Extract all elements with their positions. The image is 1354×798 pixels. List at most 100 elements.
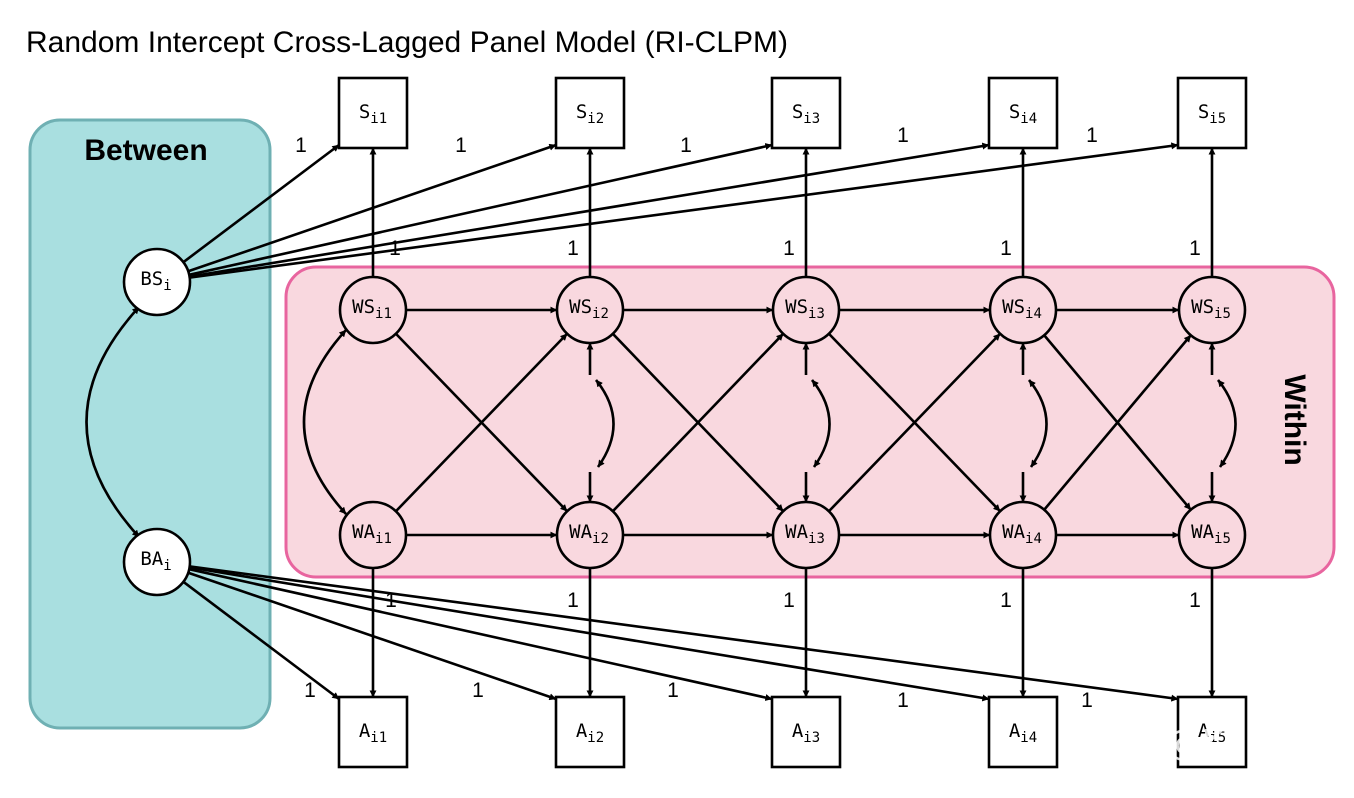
- ba-node-circle: [122, 527, 192, 597]
- wa-node-label: WAi5: [1191, 521, 1231, 547]
- ws-loading-weight: 1: [567, 237, 579, 260]
- ws-loading-weight: 1: [389, 237, 401, 260]
- ws-loading-weight: 1: [783, 237, 795, 260]
- a-observed-node-box: [554, 695, 626, 769]
- a-observed-node-box: [1176, 695, 1248, 769]
- wa-node-circle: [771, 500, 841, 570]
- wa-loading-weight: 1: [1000, 589, 1012, 612]
- within-panel: [284, 265, 1336, 579]
- model-nodes: BSiBAiWSi1WAi1Si1Ai1WSi2WAi2Si2Ai2WSi3WA…: [122, 76, 1248, 769]
- ws-node-circle: [1177, 275, 1247, 345]
- bs-to-s-arrow: [189, 142, 1179, 279]
- s-observed-node: Si3: [770, 76, 842, 150]
- a-observed-node: Ai5: [1176, 695, 1248, 769]
- wa-node: WAi3: [771, 500, 841, 570]
- s-observed-node: Si2: [554, 76, 626, 150]
- bs-node: BSi: [122, 247, 192, 317]
- a-observed-node: Ai4: [987, 695, 1059, 769]
- bs-to-s-arrow: [182, 143, 340, 264]
- wa-to-ws-crosslag-arrow: [611, 332, 785, 513]
- a-observed-node-box: [770, 695, 842, 769]
- ba-loading-weight: 1: [472, 679, 484, 702]
- ws-node: WSi3: [771, 275, 841, 345]
- residual-covariance-arrow: [1216, 379, 1237, 468]
- ws-node-label: WSi5: [1191, 296, 1231, 322]
- s-observed-node-label: Si2: [576, 101, 604, 127]
- wa-node-label: WAi4: [1002, 521, 1042, 547]
- ws-node: WSi4: [988, 275, 1058, 345]
- wa-node-label: WAi3: [785, 521, 825, 547]
- wa-loading-weight: 1: [1189, 589, 1201, 612]
- ws-node-label: WSi2: [569, 296, 609, 322]
- between-panel: [28, 118, 272, 730]
- diagram-title: Random Intercept Cross-Lagged Panel Mode…: [26, 26, 788, 59]
- ba-to-a-arrow: [189, 565, 1179, 702]
- ws-node-circle: [771, 275, 841, 345]
- ws-node: WSi5: [1177, 275, 1247, 345]
- ws-node-circle: [555, 275, 625, 345]
- a-observed-node-box: [337, 695, 409, 769]
- within-panel-label: Within: [1278, 374, 1311, 465]
- bs-loading-weight: 1: [680, 134, 692, 157]
- bs-node-circle: [122, 247, 192, 317]
- s-observed-node-box: [770, 76, 842, 150]
- wa-node-circle: [1177, 500, 1247, 570]
- bs-node-label: BSi: [140, 268, 171, 294]
- ba-node: BAi: [122, 527, 192, 597]
- wa-node-circle: [988, 500, 1058, 570]
- s-observed-node-label: Si1: [359, 101, 387, 127]
- s-observed-node-box: [337, 76, 409, 150]
- bs-loading-weight: 1: [1086, 124, 1098, 147]
- ba-loading-weight: 1: [897, 689, 909, 712]
- a-observed-node-label: Ai3: [792, 720, 820, 746]
- ws-node: WSi2: [555, 275, 625, 345]
- residual-covariance-arrow: [1027, 379, 1048, 468]
- a-observed-node-label: Ai2: [576, 720, 604, 746]
- ws-loading-weight: 1: [1189, 237, 1201, 260]
- a-observed-node: Ai3: [770, 695, 842, 769]
- path-arrows: [85, 142, 1237, 702]
- wa-node-circle: [555, 500, 625, 570]
- residual-covariance-arrow: [810, 379, 831, 468]
- ba-node-label: BAi: [140, 548, 171, 574]
- bs-to-s-arrow: [188, 143, 773, 277]
- s-observed-node: Si4: [987, 76, 1059, 150]
- ba-loading-weight: 1: [1081, 689, 1093, 712]
- wa-to-ws-crosslag-arrow: [394, 332, 569, 513]
- a-observed-node-label: Ai1: [359, 720, 387, 746]
- wa-node: WAi5: [1177, 500, 1247, 570]
- ba-to-a-arrow: [182, 580, 340, 701]
- wa-node-circle: [338, 500, 408, 570]
- s-observed-node-label: Si3: [792, 101, 820, 127]
- a-observed-node-label: Ai4: [1009, 720, 1037, 746]
- wa-node: WAi2: [555, 500, 625, 570]
- ws-node: WSi1: [338, 275, 408, 345]
- a-observed-node: Ai1: [337, 695, 409, 769]
- between-panel-label: Between: [84, 134, 207, 167]
- s-observed-node: Si5: [1176, 76, 1248, 150]
- bs-loading-weight: 1: [897, 124, 909, 147]
- ba-loading-weight: 1: [304, 679, 316, 702]
- wa-loading-weight: 1: [783, 589, 795, 612]
- bs-loading-weight: 1: [455, 134, 467, 157]
- s-observed-node-box: [554, 76, 626, 150]
- s-observed-node-box: [987, 76, 1059, 150]
- wa-loading-weight: 1: [385, 589, 397, 612]
- ws-node-circle: [988, 275, 1058, 345]
- s-observed-node-box: [1176, 76, 1248, 150]
- wa-loading-weight: 1: [567, 589, 579, 612]
- watermark-text: 知乎 @Kunle: [1082, 723, 1301, 764]
- s-observed-node-label: Si4: [1009, 101, 1037, 127]
- within-covariance-arrow: [302, 329, 347, 515]
- ws-node-label: WSi3: [785, 296, 825, 322]
- a-observed-node-box: [987, 695, 1059, 769]
- ba-loading-weight: 1: [667, 679, 679, 702]
- wa-to-ws-crosslag-arrow: [827, 332, 1002, 513]
- s-observed-node-label: Si5: [1198, 101, 1226, 127]
- ws-node-label: WSi1: [352, 296, 392, 322]
- ws-loading-weight: 1: [1000, 237, 1012, 260]
- a-observed-node-label: Ai5: [1198, 720, 1226, 746]
- wa-to-ws-crosslag-arrow: [1043, 334, 1192, 511]
- s-observed-node: Si1: [337, 76, 409, 150]
